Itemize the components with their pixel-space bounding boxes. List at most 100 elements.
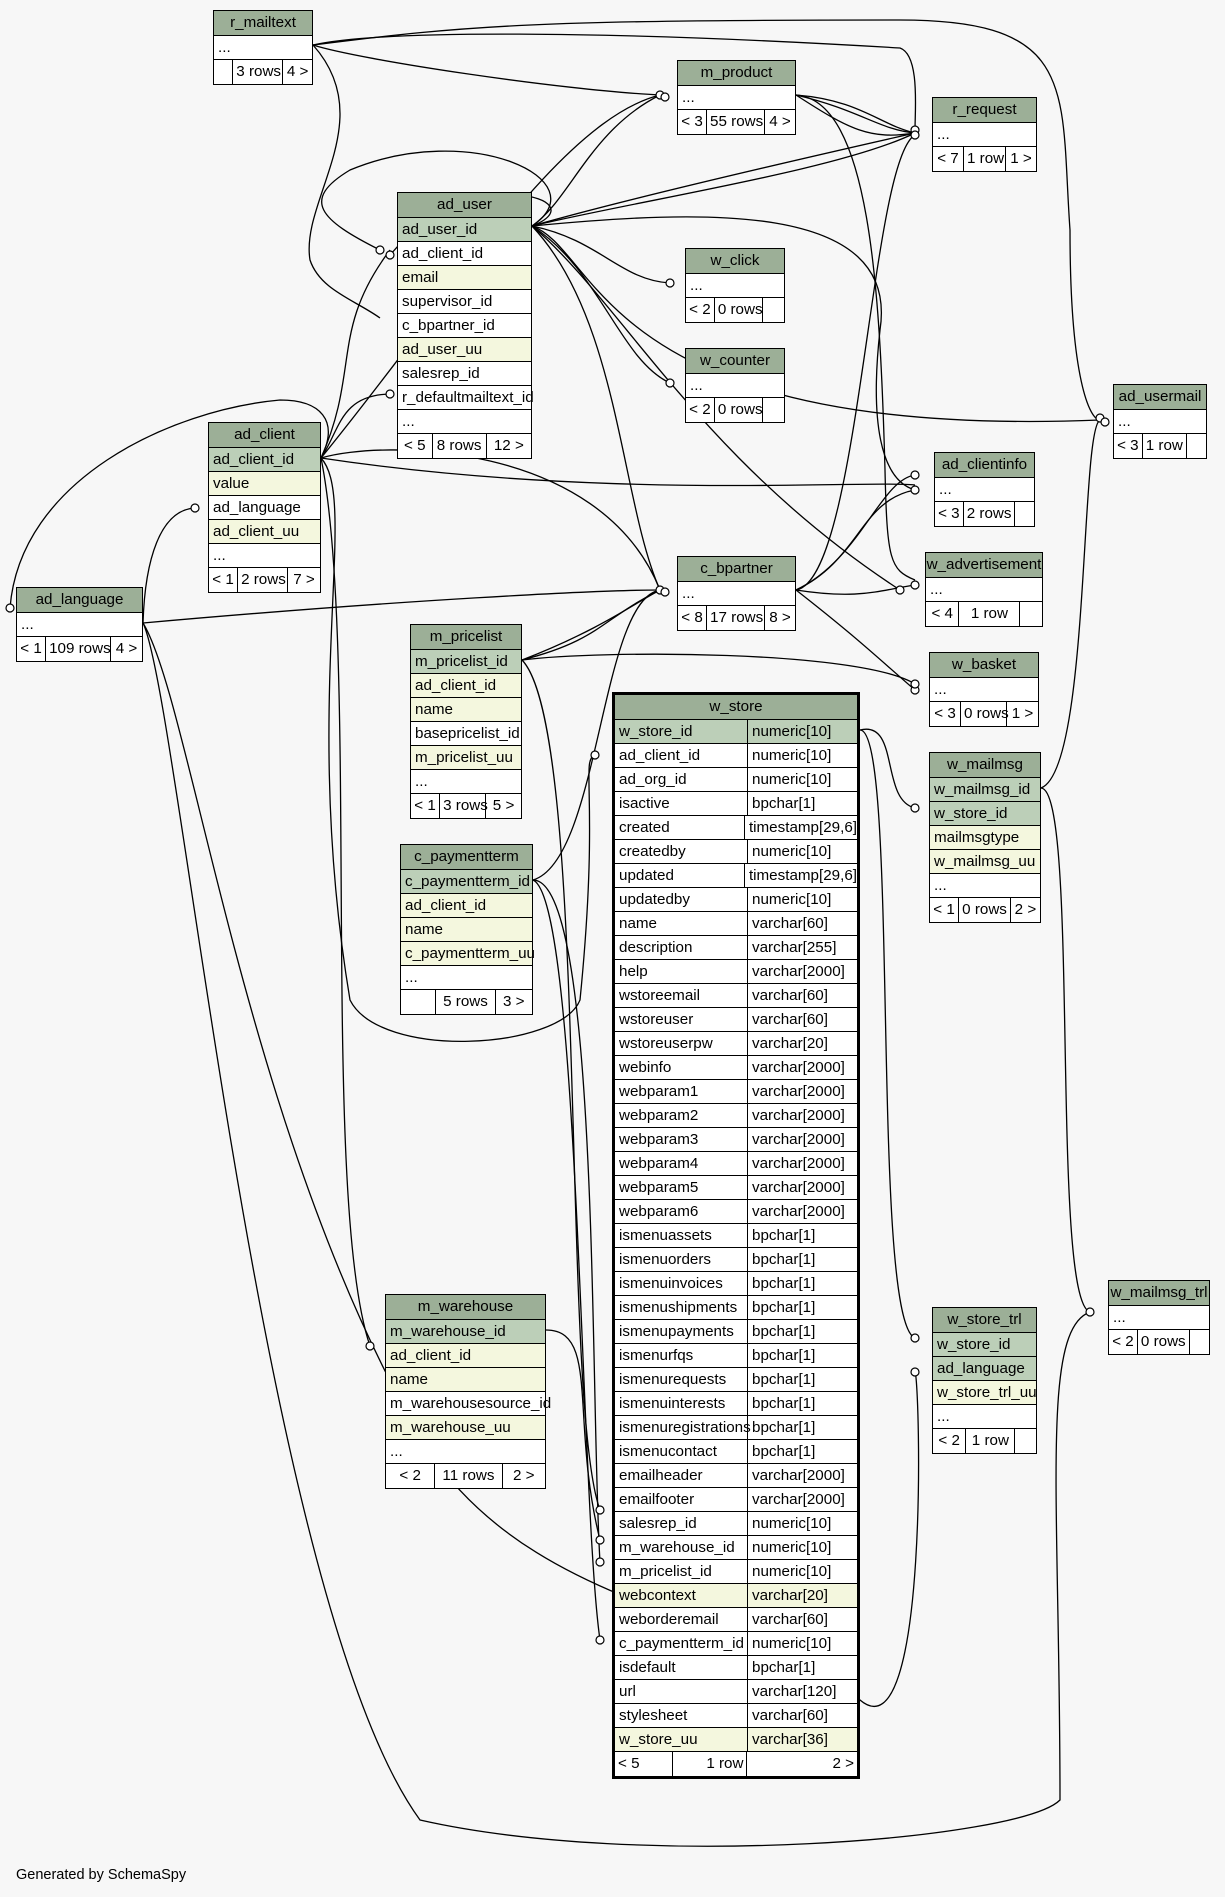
row-count[interactable]: 11 rows: [435, 1464, 503, 1488]
children-count[interactable]: [1015, 502, 1034, 526]
parents-count[interactable]: < 8: [678, 606, 708, 630]
row-count[interactable]: 0 rows: [961, 702, 1009, 726]
table-header[interactable]: w_mailmsg: [930, 753, 1040, 778]
table-header[interactable]: r_request: [933, 98, 1036, 123]
children-count[interactable]: 4 >: [769, 113, 791, 130]
row-count[interactable]: 17 rows: [707, 606, 766, 630]
table-header[interactable]: c_bpartner: [678, 557, 795, 582]
parents-count[interactable]: < 5: [398, 434, 433, 458]
row-count[interactable]: 3 rows: [233, 60, 284, 84]
children-count[interactable]: 4 >: [115, 640, 138, 657]
children-count[interactable]: 2 >: [512, 1467, 535, 1484]
children-count[interactable]: [1190, 1330, 1209, 1354]
table-header[interactable]: w_basket: [930, 653, 1038, 678]
table-header[interactable]: c_paymentterm: [401, 845, 532, 870]
children-count[interactable]: 3 >: [503, 993, 525, 1010]
parents-count[interactable]: < 7: [933, 147, 964, 171]
parents-count[interactable]: < 2: [386, 1464, 436, 1488]
row-count[interactable]: 0 rows: [959, 898, 1011, 922]
parents-count[interactable]: < 1: [930, 898, 960, 922]
parents-count[interactable]: < 5: [615, 1752, 673, 1776]
children-count[interactable]: 1 >: [1010, 150, 1032, 167]
children-count[interactable]: 5 >: [492, 797, 515, 814]
table-header[interactable]: m_product: [678, 61, 795, 86]
parents-count[interactable]: < 4: [926, 602, 960, 626]
table-header[interactable]: ad_clientinfo: [935, 453, 1034, 478]
parents-count[interactable]: < 1: [411, 794, 441, 818]
parents-count[interactable]: < 3: [678, 110, 708, 134]
table-header[interactable]: m_pricelist: [411, 625, 521, 650]
parents-count[interactable]: < 1: [209, 568, 239, 592]
children-count[interactable]: 7 >: [293, 571, 315, 588]
children-count[interactable]: 12 >: [493, 437, 524, 454]
children-count[interactable]: 8 >: [769, 609, 791, 626]
row-count[interactable]: 1 row: [959, 602, 1021, 626]
row-count[interactable]: 0 rows: [715, 398, 763, 422]
table-header[interactable]: w_counter: [686, 349, 784, 374]
row-count[interactable]: 1 row: [673, 1752, 748, 1776]
children-count[interactable]: 2 >: [1014, 901, 1037, 918]
table-header[interactable]: w_click: [686, 249, 784, 274]
children-count[interactable]: [1020, 602, 1042, 626]
row-count[interactable]: 0 rows: [715, 298, 763, 322]
parents-count[interactable]: [214, 60, 234, 84]
children-count[interactable]: [1015, 1429, 1036, 1453]
parents-count[interactable]: < 2: [686, 298, 715, 322]
row-count[interactable]: 2 rows: [238, 568, 289, 592]
table-header[interactable]: m_warehouse: [386, 1295, 545, 1320]
parents-count[interactable]: [401, 990, 437, 1014]
row-count[interactable]: 55 rows: [707, 110, 766, 134]
parents-count[interactable]: < 1: [17, 637, 47, 661]
children-count[interactable]: [763, 398, 784, 422]
children-count[interactable]: [763, 298, 784, 322]
children-count[interactable]: 4 >: [286, 63, 309, 80]
table-header[interactable]: w_advertisement: [926, 553, 1042, 578]
row-count[interactable]: 1 row: [964, 147, 1006, 171]
table-header[interactable]: w_store: [615, 695, 857, 720]
parents-count[interactable]: < 3: [930, 702, 962, 726]
table-header[interactable]: ad_client: [209, 423, 320, 448]
children-count[interactable]: 1 >: [1011, 705, 1034, 722]
row-count[interactable]: 2 rows: [964, 502, 1015, 526]
parents-count[interactable]: < 2: [686, 398, 715, 422]
parents-count[interactable]: < 3: [1114, 434, 1143, 458]
row-count[interactable]: 1 row: [966, 1429, 1016, 1453]
table-header[interactable]: ad_language: [17, 588, 142, 613]
table-header[interactable]: w_store_trl: [933, 1308, 1036, 1333]
row-count[interactable]: 0 rows: [1138, 1330, 1190, 1354]
parents-count[interactable]: < 3: [935, 502, 964, 526]
children-count[interactable]: 2 >: [832, 1755, 854, 1772]
table-header[interactable]: r_mailtext: [214, 11, 312, 36]
row-count[interactable]: 1 row: [1143, 434, 1187, 458]
parents-count[interactable]: < 2: [1109, 1330, 1138, 1354]
row-count[interactable]: 109 rows: [46, 637, 112, 661]
row-count[interactable]: 5 rows: [436, 990, 496, 1014]
parents-count[interactable]: < 2: [933, 1429, 967, 1453]
row-count[interactable]: 3 rows: [440, 794, 488, 818]
row-count[interactable]: 8 rows: [433, 434, 487, 458]
table-header[interactable]: ad_user: [398, 193, 531, 218]
table-header[interactable]: w_mailmsg_trl: [1109, 1281, 1209, 1306]
table-header[interactable]: ad_usermail: [1114, 385, 1206, 410]
children-count[interactable]: [1187, 434, 1206, 458]
